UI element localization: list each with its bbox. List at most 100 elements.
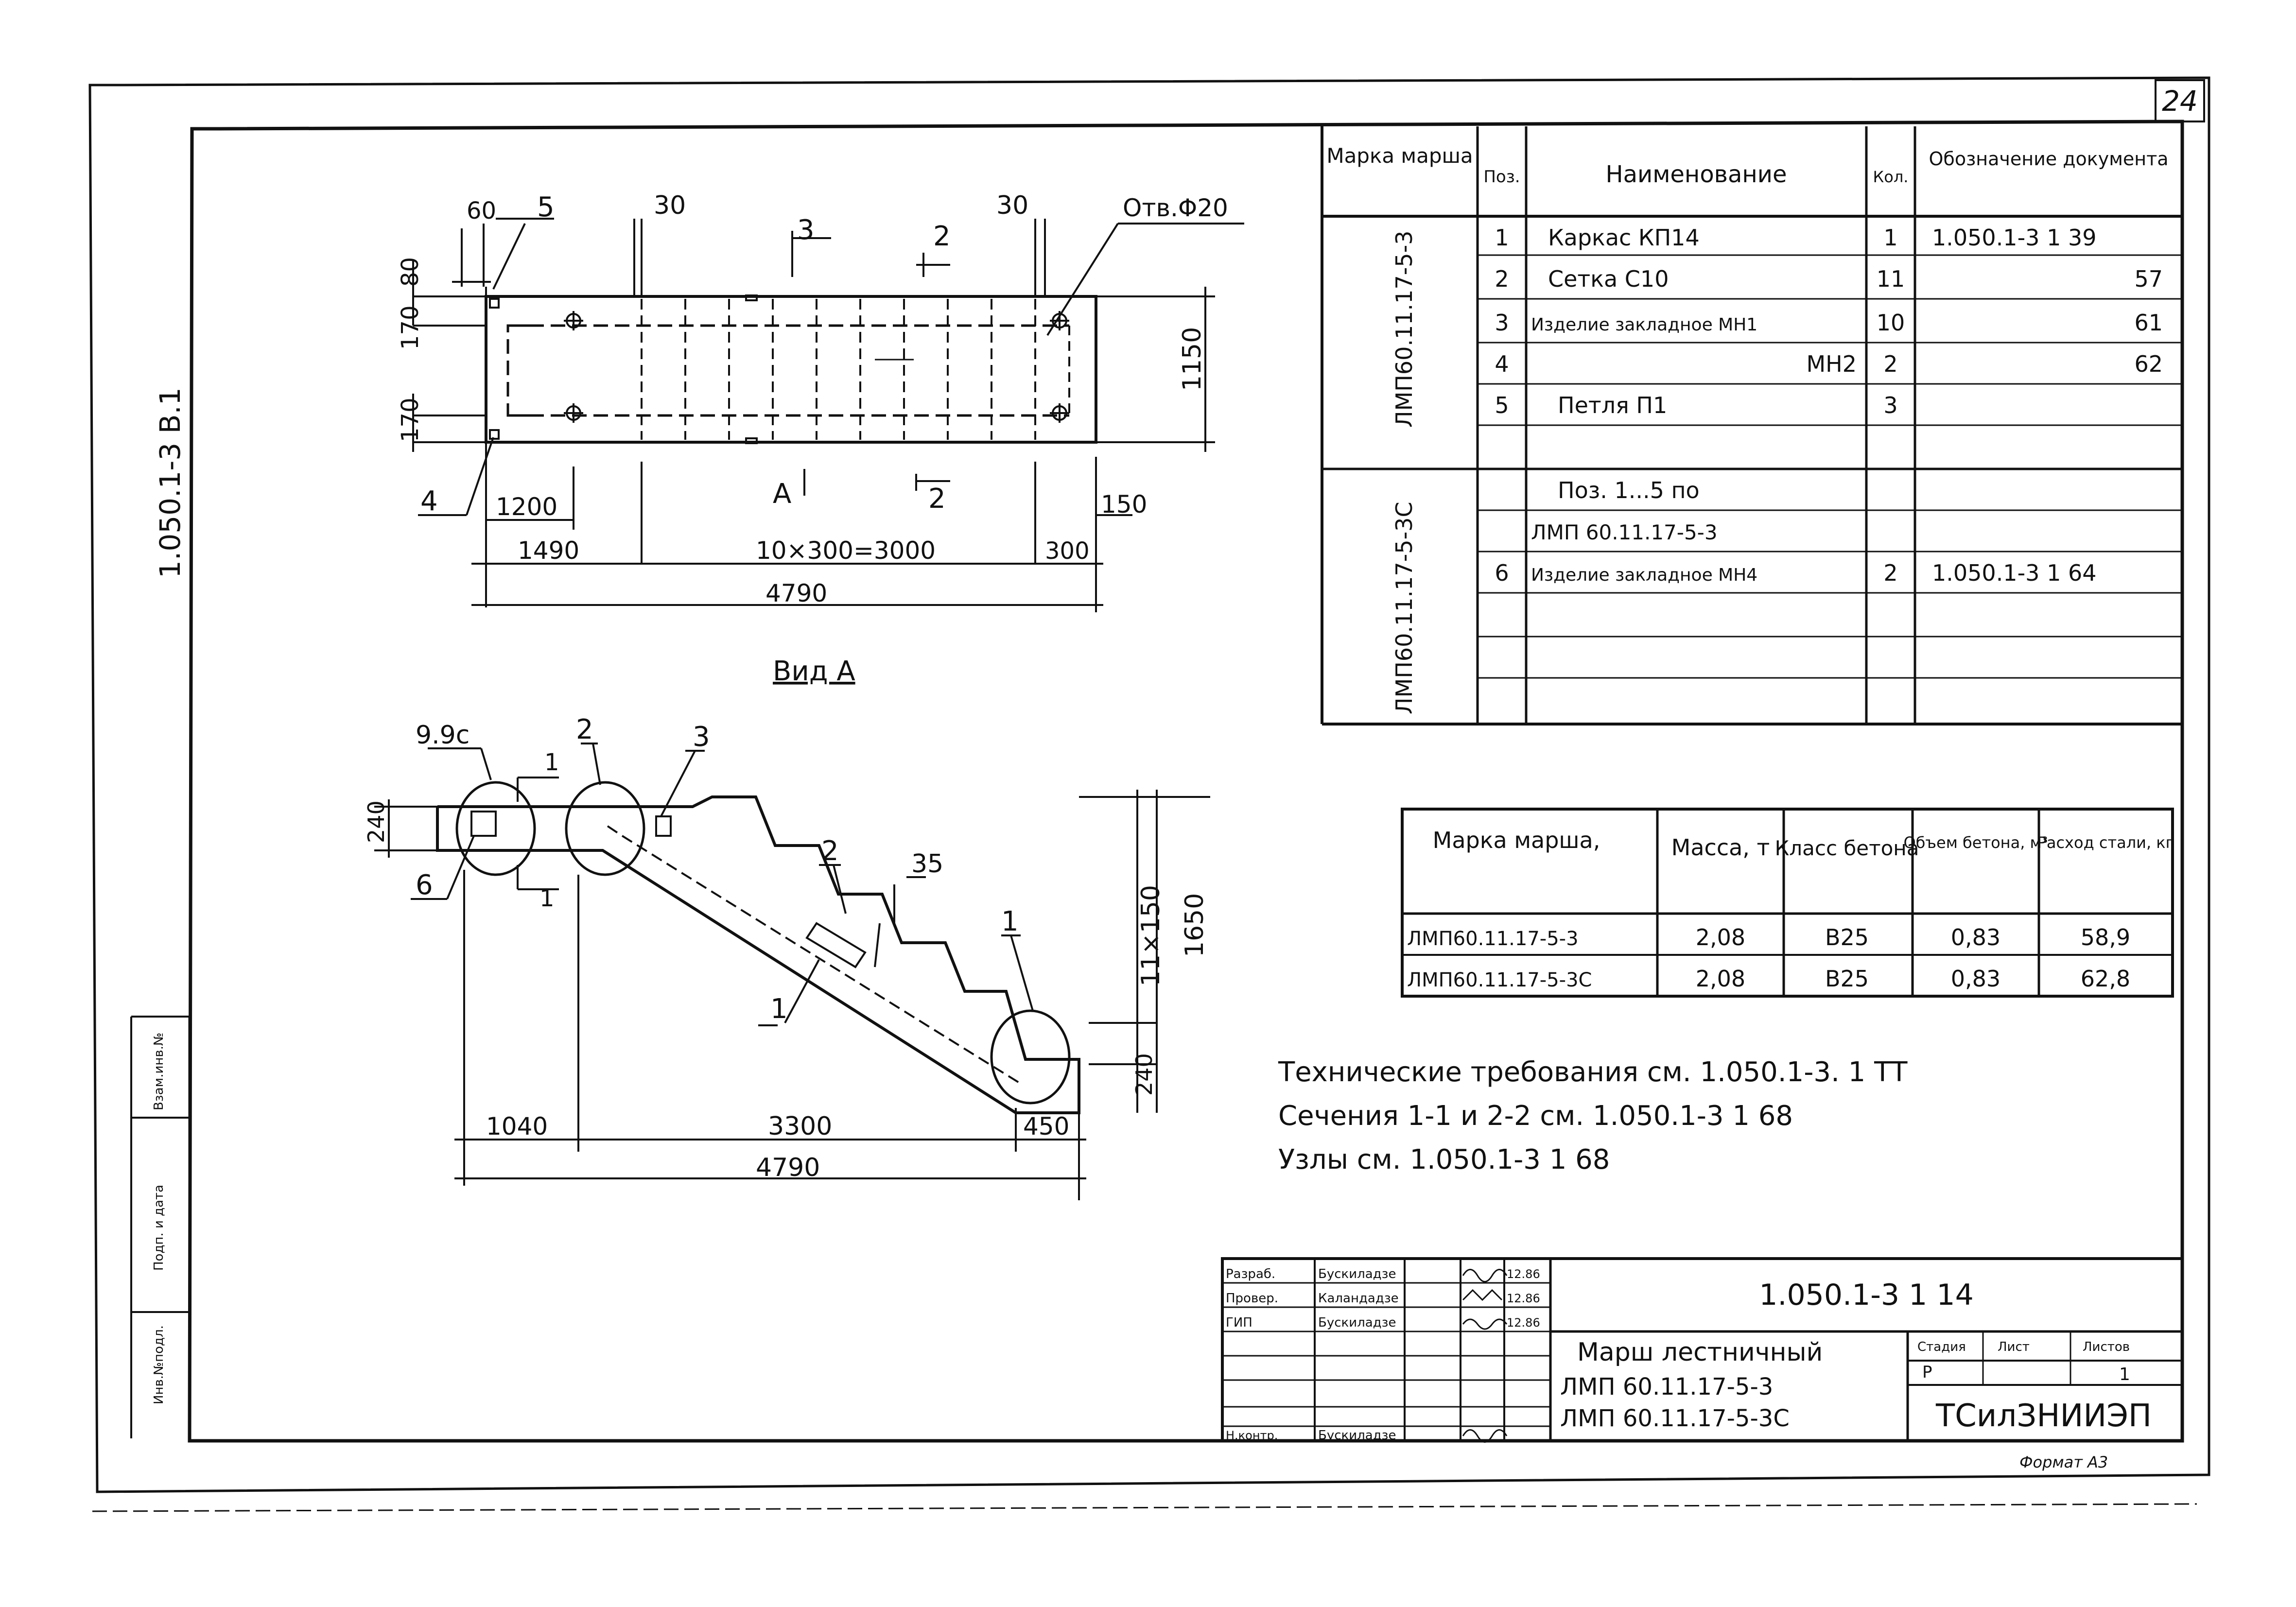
- mass-cell: 62,8: [2081, 966, 2130, 992]
- note-sections: Сечения 1-1 и 2-2 см. 1.050.1-3 1 68: [1278, 1100, 1793, 1132]
- spec-row-qty: 3: [1883, 392, 1897, 418]
- mass-cell: В25: [1825, 966, 1869, 992]
- title-block-staff: Разраб. Провер. ГИП Н.контр. Бускиладзе …: [1226, 1267, 1540, 1443]
- plan-dim-30a: 30: [654, 191, 686, 220]
- mass-table: [1401, 808, 2174, 998]
- mass-header-mass: Масса, т: [1671, 834, 1770, 861]
- inner-border: [188, 120, 2184, 1443]
- view-a-dim-4790: 4790: [756, 1153, 820, 1182]
- spec-rows: 1 Каркас КП14 1 1.050.1-3 1 39 2 Сетка С…: [1495, 225, 2163, 586]
- title-block-sheet-label: Лист: [1998, 1340, 2030, 1354]
- spec-group2-mark: ЛМП60.11.17-5-3С: [1391, 501, 1417, 714]
- stair-flight-outline: [436, 795, 1080, 1114]
- spec-row-qty: 11: [1877, 266, 1905, 292]
- spec-row-name: МН2: [1806, 351, 1857, 377]
- view-a-dim-1040: 1040: [486, 1112, 548, 1140]
- spec-row-pos: 4: [1495, 351, 1509, 377]
- view-a-title: Вид А: [773, 656, 855, 687]
- title-block: [1221, 1257, 2184, 1443]
- view-a-cut-1-bottom: 1: [539, 885, 555, 912]
- margin-label-sign: Подп. и дата: [152, 1185, 166, 1271]
- spec-row-name: Поз. 1...5 по: [1558, 477, 1700, 503]
- spec-row-pos: 6: [1495, 560, 1509, 586]
- spec-row-pos: 2: [1495, 266, 1509, 292]
- title-block-sheets-label: Листов: [2083, 1340, 2130, 1354]
- spec-row-doc: 61: [2134, 310, 2163, 336]
- tb-role: Н.контр.: [1226, 1429, 1278, 1442]
- view-a-callout-1: 1: [1001, 906, 1019, 937]
- mass-header-mark: Марка марша,: [1433, 827, 1600, 853]
- margin-label-replace: Взам.инв.№: [152, 1033, 166, 1110]
- tb-name: Бускиладзе: [1318, 1315, 1396, 1330]
- view-a-dim-11x150: 11×150: [1136, 885, 1165, 986]
- tb-name: Каландадзе: [1318, 1291, 1399, 1306]
- spec-header-name: Наименование: [1605, 161, 1787, 188]
- view-a-dim-240b: 240: [1131, 1053, 1157, 1096]
- plan-dim-1150: 1150: [1178, 327, 1207, 391]
- mass-cell: ЛМП60.11.17-5-3С: [1407, 969, 1592, 991]
- spec-row-name: Изделие закладное МН4: [1531, 565, 1757, 585]
- view-a-dim-1650: 1650: [1180, 893, 1209, 957]
- mass-cell: 0,83: [1951, 966, 2000, 992]
- spec-row-pos: 3: [1495, 310, 1509, 336]
- plan-dim-170b: 170: [397, 397, 424, 442]
- title-block-title-line1: Марш лестничный: [1577, 1338, 1823, 1367]
- plan-dim-80: 80: [397, 257, 424, 287]
- title-block-stage-value: Р: [1922, 1363, 1932, 1382]
- tb-date: 12.86: [1507, 1267, 1540, 1281]
- view-a-dim-35: 35: [911, 849, 943, 879]
- view-a-dim-3300: 3300: [768, 1112, 832, 1141]
- tb-role: ГИП: [1226, 1315, 1252, 1330]
- view-a-callout-6: 6: [416, 869, 433, 901]
- plan-dim-10x300: 10×300=3000: [756, 536, 936, 565]
- title-block-title-line3: ЛМП 60.11.17-5-3С: [1560, 1405, 1790, 1432]
- spec-row-qty: 1: [1883, 225, 1897, 251]
- format-label: Формат А3: [2019, 1453, 2108, 1471]
- tb-name: Бускиладзе: [1318, 1267, 1396, 1281]
- mass-header-steel: Расход стали, кг: [2037, 833, 2174, 852]
- note-nodes: Узлы см. 1.050.1-3 1 68: [1278, 1144, 1610, 1175]
- view-a-callout-1b: 1: [770, 993, 788, 1025]
- spec-row-qty: 2: [1883, 560, 1897, 586]
- view-a-callout-2b: 2: [821, 835, 839, 867]
- plan-dim-60: 60: [467, 197, 496, 225]
- view-a-callout-2: 2: [576, 714, 593, 745]
- mass-header-class: Класс бетона: [1774, 836, 1919, 860]
- mass-cell: ЛМП60.11.17-5-3: [1407, 928, 1579, 950]
- mass-header-volume: Объем бетона, м³: [1903, 833, 2048, 852]
- view-a-dim-240a: 240: [363, 800, 389, 843]
- spec-row-qty: 10: [1877, 310, 1905, 336]
- plan-callout-5: 5: [537, 191, 555, 223]
- tb-date: 12.86: [1507, 1292, 1540, 1305]
- title-block-sheets-value: 1: [2119, 1365, 2130, 1384]
- spec-header-qty: Кол.: [1873, 168, 1909, 186]
- title-block-title-line2: ЛМП 60.11.17-5-3: [1560, 1373, 1773, 1400]
- mass-cell: 2,08: [1696, 924, 1745, 950]
- view-a-dim-450: 450: [1023, 1112, 1069, 1140]
- plan-view: 60 5 30 3 2 30 Отв.Φ20 80 170 170 1150 4…: [397, 191, 1244, 612]
- mass-cell: 2,08: [1696, 966, 1745, 992]
- spec-row-name: ЛМП 60.11.17-5-3: [1531, 520, 1718, 544]
- spec-table: [1321, 126, 2182, 726]
- title-block-stage-label: Стадия: [1917, 1340, 1966, 1354]
- plan-cut-2-bottom: 2: [928, 483, 946, 515]
- plan-dim-4790: 4790: [765, 579, 827, 607]
- view-a-callout-3: 3: [693, 721, 710, 753]
- tb-role: Провер.: [1226, 1291, 1278, 1306]
- spec-row-pos: 5: [1495, 392, 1509, 418]
- sheet-number: 24: [2162, 85, 2198, 118]
- spec-row-name: Изделие закладное МН1: [1531, 315, 1757, 335]
- spec-row-doc: 62: [2134, 351, 2163, 377]
- spec-row-doc: 57: [2134, 266, 2163, 292]
- plan-dim-150: 150: [1101, 490, 1147, 518]
- plan-dim-1200: 1200: [496, 493, 557, 521]
- mass-rows: ЛМП60.11.17-5-3 2,08 В25 0,83 58,9 ЛМП60…: [1407, 924, 2130, 992]
- title-block-doc-code: 1.050.1-3 1 14: [1759, 1278, 1974, 1312]
- spec-row-qty: 2: [1883, 351, 1897, 377]
- plan-dim-1490: 1490: [518, 536, 579, 565]
- margin-label-inv: Инв.№подл.: [152, 1325, 166, 1404]
- spec-row-name: Сетка С10: [1548, 266, 1669, 292]
- plan-callout-4: 4: [420, 485, 438, 517]
- tb-date: 12.86: [1507, 1316, 1540, 1330]
